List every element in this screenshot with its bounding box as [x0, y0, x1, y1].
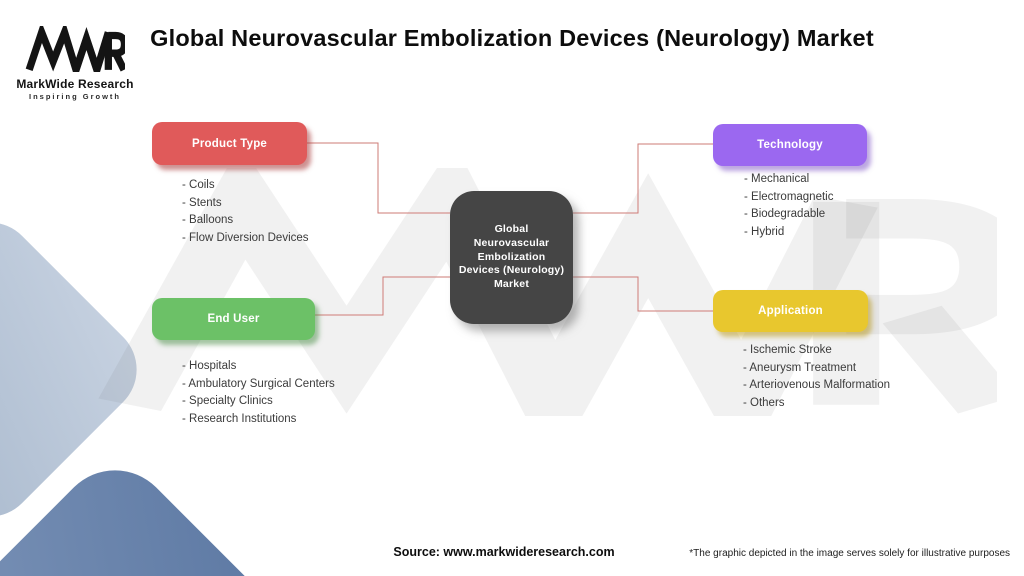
node-center-market: Global Neurovascular Embolization Device…	[450, 191, 573, 324]
list-item: - Flow Diversion Devices	[182, 231, 309, 244]
list-item: - Others	[743, 396, 785, 409]
list-item: - Arteriovenous Malformation	[743, 379, 891, 391]
technology-list: - Mechanical - Electromagnetic - Biodegr…	[744, 171, 833, 241]
product-type-list: - Coils - Stents - Balloons - Flow Diver…	[182, 177, 309, 247]
node-product-type: Product Type	[152, 122, 307, 165]
list-item: - Ischemic Stroke	[743, 344, 832, 356]
end-user-list: - Hospitals - Ambulatory Surgical Center…	[182, 358, 335, 428]
list-item: - Research Institutions	[182, 412, 297, 425]
node-application-label: Application	[758, 305, 823, 317]
node-technology: Technology	[713, 124, 867, 166]
list-item: - Hospitals	[182, 360, 237, 372]
connector-technology	[573, 143, 713, 214]
logo-name: MarkWide Research	[16, 77, 134, 91]
list-item: - Balloons	[182, 214, 234, 226]
disclaimer-text: *The graphic depicted in the image serve…	[689, 548, 1010, 559]
node-technology-label: Technology	[757, 139, 823, 151]
page-title: Global Neurovascular Embolization Device…	[150, 25, 874, 51]
node-end-user-label: End User	[207, 313, 260, 325]
connector-product-type	[307, 142, 450, 214]
list-item: - Electromagnetic	[744, 190, 834, 203]
list-item: - Specialty Clinics	[182, 395, 273, 407]
list-item: - Ambulatory Surgical Centers	[182, 377, 335, 390]
node-end-user: End User	[152, 298, 315, 340]
connector-end-user	[315, 276, 450, 316]
source-text: Source: www.markwideresearch.com	[393, 545, 615, 559]
list-item: - Aneurysm Treatment	[743, 361, 857, 374]
list-item: - Stents	[182, 196, 222, 209]
application-list: - Ischemic Stroke - Aneurysm Treatment -…	[743, 342, 890, 412]
list-item: - Mechanical	[744, 173, 810, 185]
list-item: - Hybrid	[744, 225, 785, 238]
logo-tagline: Inspiring Growth	[29, 92, 121, 101]
node-product-type-label: Product Type	[191, 137, 268, 150]
node-center-market-label: Global Neurovascular Embolization Device…	[458, 223, 565, 290]
markwide-logo: MarkWide Research Inspiring Growth	[16, 26, 134, 101]
list-item: - Biodegradable	[744, 208, 826, 220]
list-item: - Coils	[182, 179, 215, 191]
node-application: Application	[713, 290, 868, 332]
connector-application	[573, 276, 713, 312]
